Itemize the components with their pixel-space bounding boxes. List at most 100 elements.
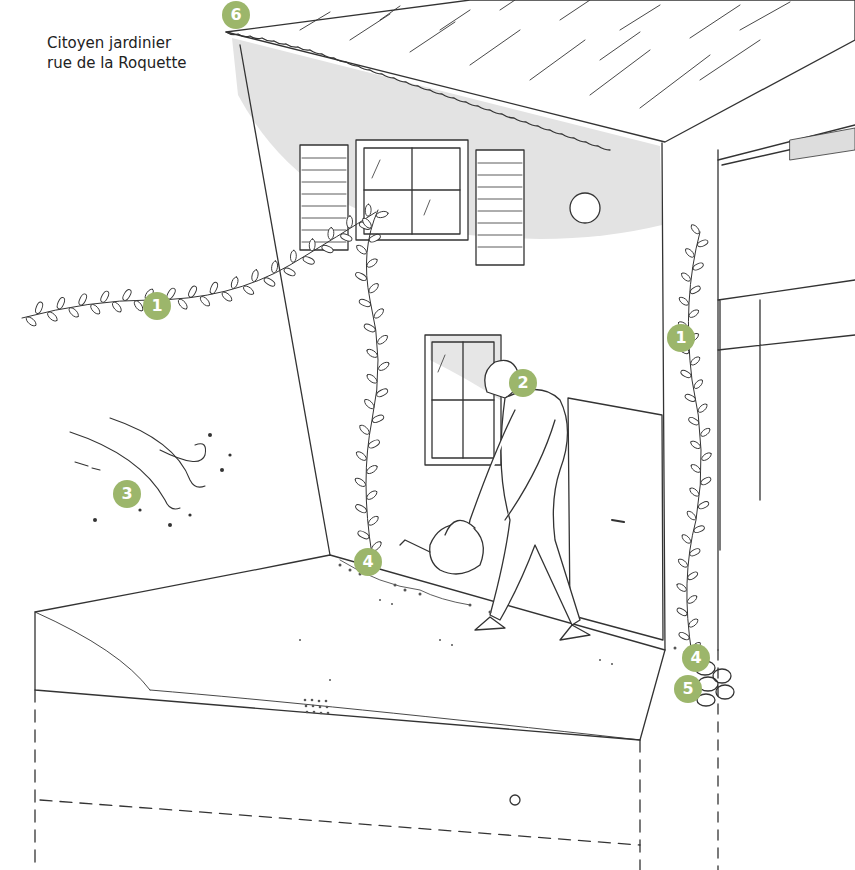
vine-leaf <box>678 631 690 641</box>
vine-leaf <box>690 463 702 474</box>
vine-leaf <box>693 525 705 534</box>
vine-leaf <box>263 276 276 287</box>
vine-leaf <box>684 393 696 403</box>
vine-leaf <box>283 267 296 278</box>
facade-edge <box>240 45 330 555</box>
vine-leaf <box>697 239 709 248</box>
vine-leaf <box>357 530 370 541</box>
vine-leaf <box>346 216 352 228</box>
vine-leaf <box>686 594 698 605</box>
vine-leaf <box>355 450 368 462</box>
title: Citoyen jardinier rue de la Roquette <box>47 33 187 73</box>
vine-leaf <box>111 301 123 314</box>
vine-leaf <box>78 293 88 306</box>
wind-symbol <box>70 418 232 527</box>
callout-number: 6 <box>222 1 250 29</box>
vine-leaf <box>699 427 711 438</box>
vine-leaf <box>371 414 384 424</box>
vine-leaf <box>688 416 700 426</box>
vine-leaf <box>34 301 44 314</box>
vine-leaf <box>365 204 371 216</box>
vine-leaf <box>199 295 212 308</box>
side-roof <box>790 128 855 160</box>
vine-stem <box>366 210 378 555</box>
vine-leaf <box>688 308 700 319</box>
vine-leaf <box>684 247 696 259</box>
vine-leaf <box>689 440 701 451</box>
vine-leaf <box>358 298 371 308</box>
vine-leaf <box>355 244 368 256</box>
planting-bed <box>339 564 697 662</box>
vine-leaf <box>177 298 189 311</box>
vine-leaf <box>68 306 81 319</box>
vine-leaf <box>697 402 709 413</box>
vine-leaf <box>700 476 712 486</box>
callout-number: 2 <box>509 369 537 397</box>
vine-leaf <box>373 307 386 320</box>
lower-window <box>425 335 501 465</box>
vine-stem <box>22 212 376 318</box>
vine-leaf <box>25 315 38 327</box>
vine-leaf <box>99 290 110 303</box>
vine-leaf <box>302 255 315 265</box>
vine-leaf <box>354 477 367 489</box>
vine-leaf <box>689 355 701 366</box>
vine-leaf <box>367 515 380 527</box>
vine-leaf <box>376 210 389 218</box>
vine-leaf <box>358 423 371 435</box>
vine-leaf <box>363 398 376 411</box>
vine-leaf <box>230 276 239 289</box>
roof-hatching <box>300 0 790 108</box>
vine-leaf <box>690 223 701 235</box>
vine-leaf <box>367 282 380 295</box>
vine-leaves <box>25 204 713 652</box>
side-building <box>718 125 855 550</box>
vine-leaf <box>688 486 700 497</box>
callout-number: 5 <box>674 675 702 703</box>
roof <box>226 0 855 142</box>
vine-leaf <box>363 323 376 334</box>
vine-leaf <box>677 558 689 569</box>
vine-leaf <box>271 261 279 274</box>
vine-leaf <box>89 303 101 316</box>
vine-stem <box>687 232 701 655</box>
door <box>568 398 663 640</box>
vine-leaf <box>365 348 378 359</box>
roof-edge <box>226 32 610 150</box>
vine-leaf <box>676 582 688 593</box>
callout-number: 1 <box>667 324 695 352</box>
gardener <box>400 360 590 640</box>
vine-leaf <box>686 510 698 522</box>
vine-leaf <box>689 547 701 557</box>
vine-leaf <box>121 288 132 301</box>
upper-window <box>300 140 600 265</box>
vine-leaf <box>354 503 367 514</box>
vine-leaf <box>209 281 219 294</box>
vine-leaf <box>678 296 690 307</box>
vine-leaf <box>46 310 59 322</box>
vine-leaf <box>680 369 692 379</box>
vine-leaf <box>221 291 234 303</box>
vine-leaf <box>365 489 378 501</box>
vine-leaf <box>376 334 389 346</box>
vine-leaf <box>693 378 704 390</box>
vine-leaf <box>328 227 335 239</box>
vine-leaf <box>251 269 260 282</box>
vine-leaf <box>354 271 367 282</box>
vine-leaf <box>365 373 378 385</box>
vine-leaf <box>377 361 390 372</box>
vine-leaf <box>689 285 701 295</box>
vine-leaf <box>309 239 316 251</box>
vine-leaf <box>367 439 380 450</box>
vine-leaf <box>56 297 66 310</box>
vine-leaf <box>361 217 373 230</box>
vine-leaf <box>365 464 378 475</box>
vine-leaf <box>697 500 709 510</box>
callout-number: 1 <box>143 292 171 320</box>
vine-leaf <box>692 262 704 272</box>
vine-leaf <box>700 451 712 462</box>
vine-leaf <box>290 250 297 262</box>
callout-number: 3 <box>113 480 141 508</box>
